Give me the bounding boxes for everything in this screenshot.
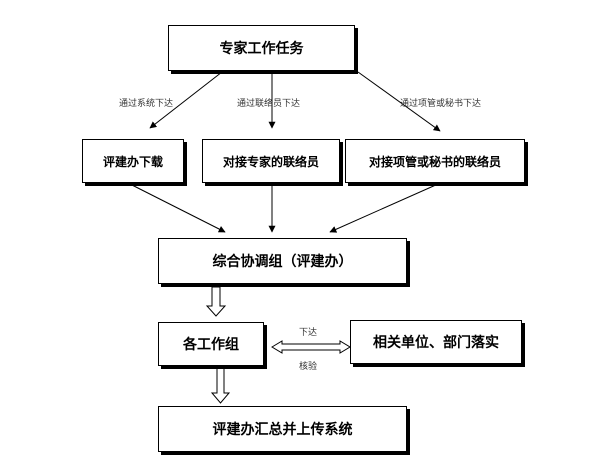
node-label: 相关单位、部门落实 [373,335,499,351]
node-label: 各工作组 [183,337,239,353]
arrow-pm-liaison-to-coordination [329,183,439,233]
node-label: 专家工作任务 [219,41,304,57]
arrow-top-to-download [149,71,223,129]
edge-label-verify: 核验 [299,362,318,372]
node-eval-office-download: 评建办下载 [82,139,184,183]
edge-label-via-pm-secretary: 通过项管或秘书下达 [400,99,482,109]
node-label: 评建办汇总并上传系统 [212,422,353,438]
node-expert-liaison: 对接专家的联络员 [202,139,340,183]
node-label: 综合协调组（评建办） [212,254,353,270]
node-expert-work-task: 专家工作任务 [168,25,355,71]
arrow-top-to-pm-liaison [357,71,441,132]
hollow-arrow-groups-to-summary [210,367,231,404]
node-related-units: 相关单位、部门落实 [350,320,522,364]
edge-label-issue: 下达 [299,328,318,338]
node-coordination-group: 综合协调组（评建办） [158,238,407,284]
edge-label-via-system: 通过系统下达 [119,99,174,109]
node-label: 对接项管或秘书的联络员 [368,154,501,169]
node-summary-upload: 评建办汇总并上传系统 [158,406,407,452]
node-label: 对接专家的联络员 [222,154,319,169]
hollow-double-arrow-groups-units [271,340,351,354]
hollow-arrow-coordination-to-groups [205,286,227,317]
edge-label-via-liaison: 通过联络员下达 [237,99,301,109]
node-label: 评建办下载 [102,154,163,169]
node-working-groups: 各工作组 [158,322,264,366]
arrow-download-to-coordination [129,183,226,233]
node-pm-secretary-liaison: 对接项管或秘书的联络员 [345,139,525,183]
